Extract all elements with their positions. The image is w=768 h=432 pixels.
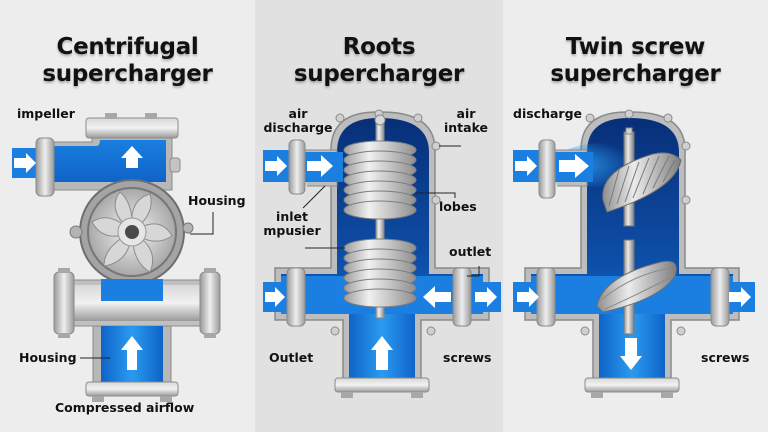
centrifugal-title: Centrifugal supercharger — [42, 34, 213, 87]
flow-arrow-right-icon — [307, 155, 333, 177]
screw-rotor-icon — [596, 127, 682, 335]
flow-arrow-up-icon — [121, 336, 143, 370]
flow-arrow-up-icon — [371, 336, 393, 370]
flow-arrow-right-icon — [559, 154, 589, 178]
twin-screw-title: Twin screw supercharger — [550, 34, 721, 87]
centrifugal-panel: Centrifugal supercharger — [0, 0, 255, 432]
outlet-label-left: Outlet — [269, 350, 314, 365]
compressed-airflow-label: Compressed airflow — [55, 400, 195, 415]
screws-label: screws — [701, 350, 750, 365]
lobe-rotor-icon — [343, 140, 417, 308]
outlet-arrow-right-icon — [729, 287, 751, 307]
flow-arrow-left-icon — [423, 286, 451, 308]
roots-diagram — [263, 109, 501, 398]
twin-screw-panel: Twin screw supercharger — [503, 0, 768, 432]
inlet-arrow-right-icon — [515, 156, 537, 176]
inlet-arrow-right-icon — [14, 153, 36, 173]
flow-arrow-down-icon — [620, 338, 642, 370]
discharge-label: discharge — [513, 106, 583, 121]
twin-screw-diagram — [513, 109, 755, 398]
roots-panel: Roots supercharger — [255, 0, 503, 432]
flow-arrow-up-icon — [121, 146, 143, 168]
screws-label: screws — [443, 350, 492, 365]
air-intake-label: air intake — [443, 106, 489, 135]
outlet-arrow-right-icon — [475, 287, 497, 307]
inlet-label: inlet mpusier — [263, 209, 321, 238]
inlet-arrow-right-icon — [517, 287, 539, 307]
inlet-arrow-right-icon — [265, 287, 285, 307]
outlet-label-right: outlet — [449, 244, 492, 259]
lobes-label: lobes — [439, 199, 477, 214]
housing-label-right: Housing — [188, 193, 246, 208]
housing-label-left: Housing — [19, 350, 77, 365]
inlet-arrow-right-icon — [265, 156, 287, 176]
roots-title: Roots supercharger — [293, 34, 465, 87]
air-discharge-label: air discharge — [263, 106, 333, 135]
centrifugal-diagram — [12, 113, 221, 402]
impeller-label: impeller — [17, 106, 75, 121]
